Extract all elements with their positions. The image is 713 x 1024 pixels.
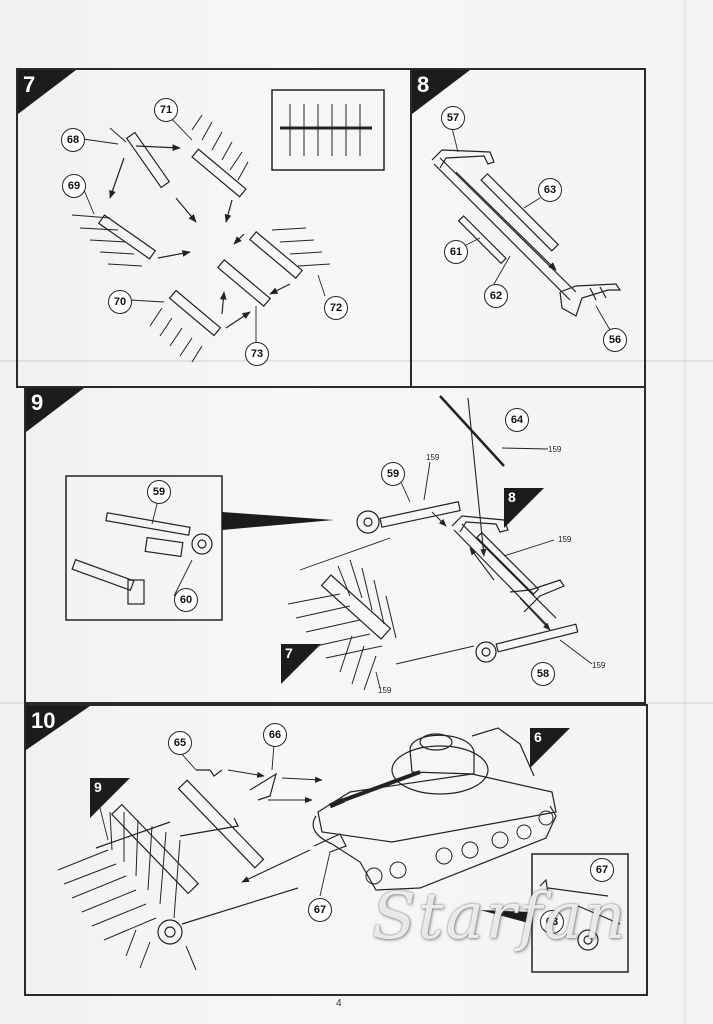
part-number-callout: 58 [531,662,555,686]
part-number-callout: 69 [62,174,86,198]
paint-code: 159 [548,445,562,454]
part-number-callout: 71 [154,98,178,122]
part-bar [97,131,304,337]
part-number-callout: 59 [147,480,171,504]
part-number-callout: 62 [484,284,508,308]
part-number-callout: 67 [590,858,614,882]
tank-drawing [312,727,557,891]
part-number-callout: 60 [174,588,198,612]
part-number-callout: 67 [308,898,332,922]
part-number-callout: 64 [505,408,529,432]
watermark: Starfan [372,880,628,954]
paint-code: 159 [592,661,606,670]
part-number-callout: 61 [444,240,468,264]
part-number-callout: 57 [441,106,465,130]
part-number-callout: 72 [324,296,348,320]
part-number-callout: 63 [540,910,564,934]
part-number-callout: 68 [61,128,85,152]
inset-box [271,89,385,171]
step-10-panel: 10 [24,704,648,996]
paint-code: 159 [378,686,392,695]
part-number-callout: 66 [263,723,287,747]
paint-code: 159 [558,535,572,544]
paint-code: 159 [426,453,440,462]
page-number: 4 [336,998,342,1009]
part-number-callout: 65 [168,731,192,755]
part-number-callout: 70 [108,290,132,314]
fold-line [0,360,713,362]
fold-line [684,0,686,1024]
part-number-callout: 59 [381,462,405,486]
part-frame [431,149,622,317]
part-number-callout: 63 [538,178,562,202]
part-number-callout: 73 [245,342,269,366]
part-number-callout: 56 [603,328,627,352]
step-9-panel: 9 [24,386,646,704]
